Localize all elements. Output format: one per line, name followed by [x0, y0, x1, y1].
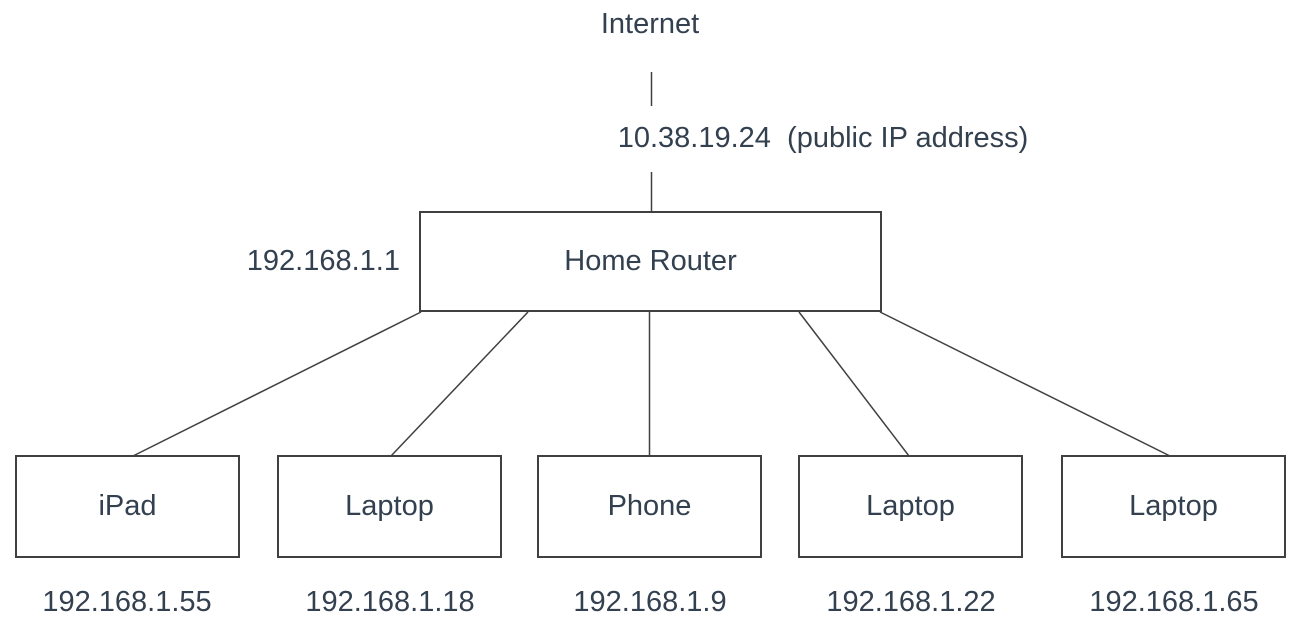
internet-label: Internet — [600, 8, 700, 40]
device-ip-label: 192.168.1.55 — [42, 586, 212, 618]
device-ip-label: 192.168.1.18 — [305, 586, 475, 618]
device-box-phone: Phone — [537, 455, 762, 558]
router-ip-label: 192.168.1.1 — [246, 245, 400, 277]
device-label: Laptop — [1129, 490, 1218, 522]
device-box-laptop-3: Laptop — [1061, 455, 1286, 558]
device-ip-label: 192.168.1.22 — [826, 586, 996, 618]
link-router-to-laptop1 — [390, 311, 529, 457]
public-ip-label: 10.38.19.24 (public IP address) — [617, 122, 1029, 154]
link-router-to-ipad — [132, 311, 422, 457]
device-label: Laptop — [345, 490, 434, 522]
device-label: iPad — [98, 490, 157, 522]
device-label: Phone — [607, 490, 692, 522]
device-label: Laptop — [866, 490, 955, 522]
device-box-laptop-2: Laptop — [798, 455, 1023, 558]
link-router-to-laptop3 — [879, 311, 1171, 457]
device-box-ipad: iPad — [15, 455, 240, 558]
router-label: Home Router — [564, 245, 737, 277]
link-router-to-laptop2 — [798, 311, 910, 457]
device-box-laptop-1: Laptop — [277, 455, 502, 558]
device-ip-label: 192.168.1.9 — [573, 586, 727, 618]
device-ip-label: 192.168.1.65 — [1089, 586, 1259, 618]
router-box: Home Router — [419, 211, 882, 312]
